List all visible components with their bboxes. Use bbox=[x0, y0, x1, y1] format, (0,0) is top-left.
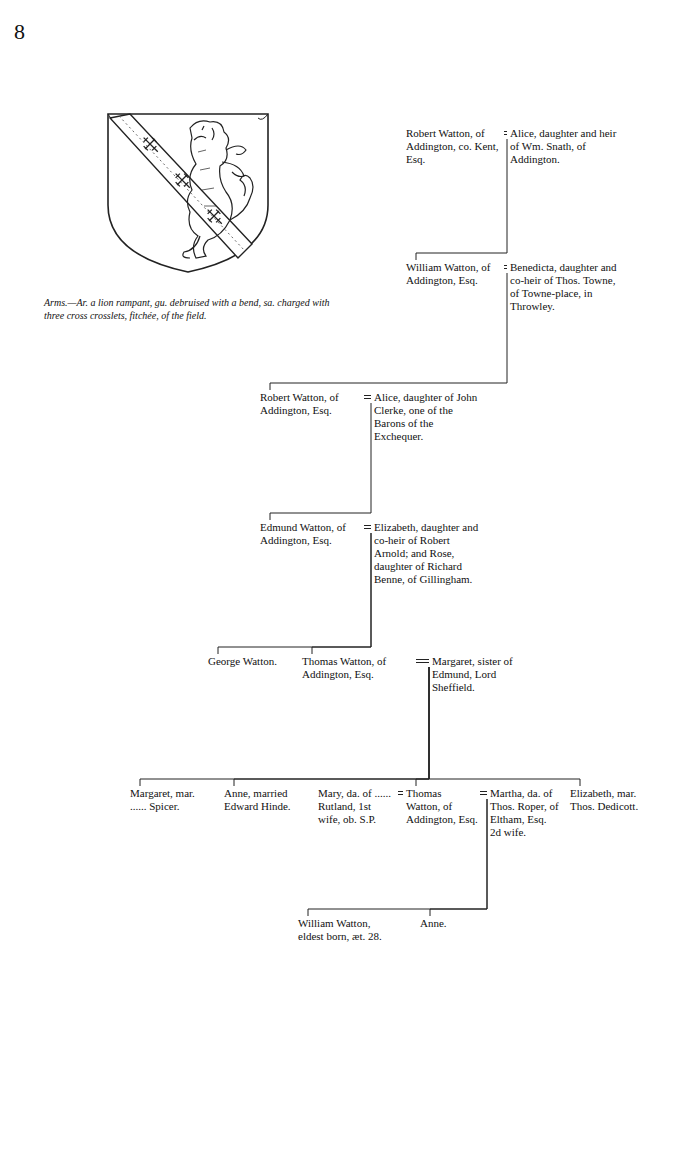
person-text: Robert Watton, of Addington, Esq. bbox=[260, 391, 362, 417]
person-entry: William Watton, eldest born, æt. 28. bbox=[296, 917, 400, 943]
marriage-line bbox=[480, 792, 487, 795]
person-entry: Edmund Watton, of Addington, Esq. bbox=[258, 521, 364, 547]
person-text: Edmund Watton, of Addington, Esq. bbox=[260, 521, 362, 547]
descent-line bbox=[416, 667, 429, 786]
marriage-line bbox=[504, 132, 507, 135]
descent-line bbox=[270, 273, 507, 390]
person-text: Robert Watton, of Addington, co. Kent, E… bbox=[406, 127, 502, 166]
bend bbox=[110, 114, 252, 258]
person-entry: Alice, daughter of John Clerke, one of t… bbox=[372, 391, 480, 443]
person-text: Alice, daughter of John Clerke, one of t… bbox=[374, 391, 478, 443]
page-number: 8 bbox=[14, 18, 54, 47]
person-text: Alice, daughter and heir of Wm. Snath, o… bbox=[510, 127, 618, 166]
marriage-line bbox=[416, 660, 429, 663]
cross-crosslets bbox=[139, 133, 227, 229]
descent-line bbox=[312, 533, 371, 654]
person-text: Mary, da. of ...... Rutland, 1st wife, o… bbox=[318, 787, 396, 826]
descent-line bbox=[140, 667, 429, 786]
person-text: George Watton. bbox=[208, 655, 290, 668]
person-text: Martha, da. of Thos. Roper, of Eltham, E… bbox=[490, 787, 560, 839]
person-entry: William Watton, of Addington, Esq. bbox=[404, 261, 504, 287]
person-entry: Robert Watton, of Addington, co. Kent, E… bbox=[404, 127, 504, 166]
person-entry: Margaret, sister of Edmund, Lord Sheffie… bbox=[430, 655, 534, 694]
person-entry: Thomas Watton, of Addington, Esq. bbox=[300, 655, 416, 681]
marriage-line bbox=[364, 396, 371, 399]
person-text: Anne. bbox=[420, 917, 460, 930]
lion-rampant bbox=[183, 121, 253, 258]
descent-line bbox=[234, 667, 429, 786]
person-entry: Martha, da. of Thos. Roper, of Eltham, E… bbox=[488, 787, 562, 839]
person-entry: Elizabeth, daughter and co-heir of Rober… bbox=[372, 521, 484, 586]
person-text: William Watton, eldest born, æt. 28. bbox=[298, 917, 398, 943]
person-entry: Thomas Watton, of Addington, Esq. bbox=[404, 787, 480, 826]
person-entry: Anne. bbox=[418, 917, 462, 930]
person-entry: Robert Watton, of Addington, Esq. bbox=[258, 391, 364, 417]
person-text: Margaret, mar. ...... Spicer. bbox=[130, 787, 212, 813]
person-text: Elizabeth, mar. Thos. Dedicott. bbox=[570, 787, 646, 813]
person-entry: Elizabeth, mar. Thos. Dedicott. bbox=[568, 787, 648, 813]
person-entry: George Watton. bbox=[206, 655, 292, 668]
person-entry: Anne, married Edward Hinde. bbox=[222, 787, 308, 813]
marriage-line bbox=[504, 266, 507, 269]
arms-caption: Arms.—Ar. a lion rampant, gu. debruised … bbox=[44, 296, 344, 322]
person-text: Anne, married Edward Hinde. bbox=[224, 787, 306, 813]
person-entry: Mary, da. of ...... Rutland, 1st wife, o… bbox=[316, 787, 398, 826]
person-text: Margaret, sister of Edmund, Lord Sheffie… bbox=[432, 655, 532, 694]
person-text: Benedicta, daughter and co-heir of Thos.… bbox=[510, 261, 624, 313]
shield-outline bbox=[108, 114, 268, 272]
descent-line bbox=[270, 403, 371, 520]
person-entry: Alice, daughter and heir of Wm. Snath, o… bbox=[508, 127, 620, 166]
person-text: Thomas Watton, of Addington, Esq. bbox=[302, 655, 414, 681]
marriage-line bbox=[398, 792, 403, 795]
person-text: William Watton, of Addington, Esq. bbox=[406, 261, 502, 287]
person-entry: Margaret, mar. ...... Spicer. bbox=[128, 787, 214, 813]
person-text: Elizabeth, daughter and co-heir of Rober… bbox=[374, 521, 482, 586]
descent-line bbox=[416, 139, 507, 260]
person-entry: Benedicta, daughter and co-heir of Thos.… bbox=[508, 261, 626, 313]
person-text: Thomas Watton, of Addington, Esq. bbox=[406, 787, 478, 826]
descent-line bbox=[218, 533, 371, 654]
marriage-line bbox=[364, 526, 371, 529]
